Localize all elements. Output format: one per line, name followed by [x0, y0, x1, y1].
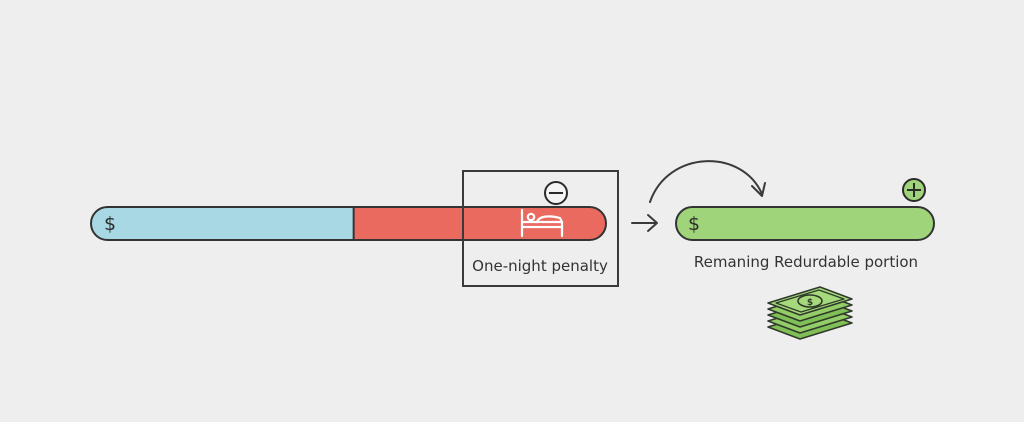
refund-dollar-sign: $ [688, 213, 700, 235]
penalty-portion-segment [353, 207, 606, 240]
penalty-box [462, 170, 619, 287]
svg-text:$: $ [807, 298, 813, 308]
penalty-callout: One-night penalty [462, 170, 619, 287]
right-arrow-icon [631, 214, 658, 232]
refund-bar: $ Remaning Redurdable portion [675, 178, 935, 271]
refund-caption: Remaning Redurdable portion [694, 253, 918, 271]
refund-bar-fill [675, 206, 935, 241]
curved-arrow-icon [649, 160, 766, 203]
original-payment-bar: $ [90, 206, 607, 241]
bed-icon [520, 208, 564, 238]
penalty-caption: One-night penalty [472, 257, 608, 275]
plus-icon [907, 183, 921, 197]
bar-outline [90, 206, 607, 241]
cash-stack-icon: $ [767, 286, 853, 340]
original-dollar-sign: $ [104, 213, 116, 235]
